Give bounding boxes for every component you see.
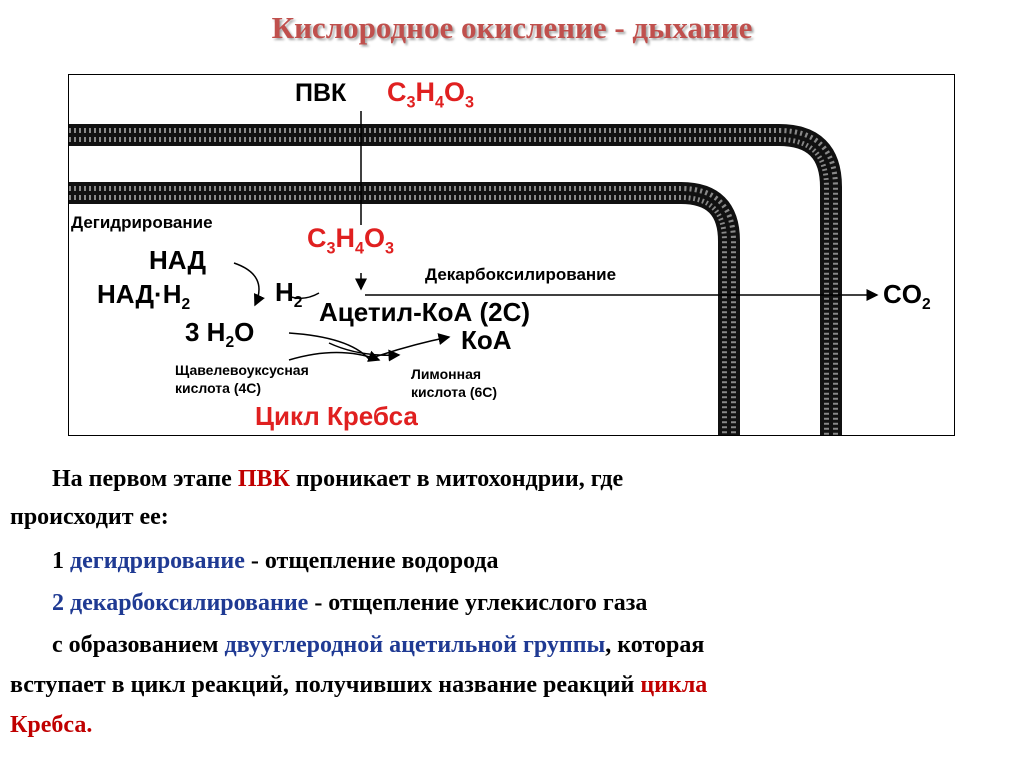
inner-membrane — [69, 182, 740, 435]
mitochondrion-diagram: ПВК C3H4O3 Дегидрирование C3H4O3 НАД НАД… — [68, 74, 955, 436]
slide-title: Кислородное окисление - дыхание — [271, 10, 753, 45]
krebs-cycle-label: Цикл Кребса — [255, 401, 418, 431]
citric-arrow — [328, 342, 401, 362]
oxaloacetic-label: Щавелевоуксусная кислота (4С) — [175, 362, 309, 396]
koa-arrow — [368, 333, 451, 360]
membrane-svg — [69, 111, 879, 435]
text-line-7: Кребса. — [10, 712, 92, 739]
pvk-label: ПВК — [295, 79, 347, 107]
oxaloacetic-arrow — [288, 350, 381, 362]
decarboxylation-highlight: 2 декарбоксилирование — [52, 590, 309, 616]
h2-label: H2 — [275, 277, 303, 312]
koa-label: КоА — [461, 325, 512, 355]
text-line-4: 2 декарбоксилирование - отщепление углек… — [52, 590, 648, 616]
outer-membrane — [69, 124, 842, 435]
pvk-formula-mid: C3H4O3 — [307, 223, 395, 258]
dehydrogenation-highlight: дегидрирование — [70, 548, 245, 574]
text-line-1: На первом этапе ПВК проникает в митохонд… — [52, 466, 624, 492]
nad-curve-arrow — [233, 262, 265, 307]
text-line-5: с образованием двууглеродной ацетильной … — [52, 632, 705, 658]
pvk-formula-top: C3H4O3 — [387, 77, 475, 112]
water-label: 3 H2O — [185, 317, 255, 352]
text-line-2: происходит ее: — [10, 504, 169, 530]
citric-label: Лимонная кислота (6С) — [411, 366, 498, 400]
krebs-highlight-2: Кребса. — [10, 712, 93, 738]
decarboxylation-label: Декарбоксилирование — [425, 265, 617, 284]
co2-label: CO2 — [883, 279, 931, 314]
nadh2-label: НАД·H2 — [97, 279, 191, 314]
acetyl-coa-label: Ацетил-КоА (2С) — [319, 297, 531, 327]
text-line-3: 1 дегидрирование - отщепление водорода — [52, 548, 499, 574]
krebs-highlight-1: цикла — [640, 672, 708, 698]
dehydrogenation-label: Дегидрирование — [71, 213, 213, 232]
water-arrow — [288, 332, 370, 360]
pvk-highlight: ПВК — [237, 466, 290, 492]
acetyl-group-highlight: двууглеродной ацетильной группы — [224, 632, 606, 658]
text-line-6: вступает в цикл реакций, получивших назв… — [10, 672, 708, 698]
h2-arrow — [290, 292, 320, 300]
nad-label: НАД — [149, 245, 207, 275]
